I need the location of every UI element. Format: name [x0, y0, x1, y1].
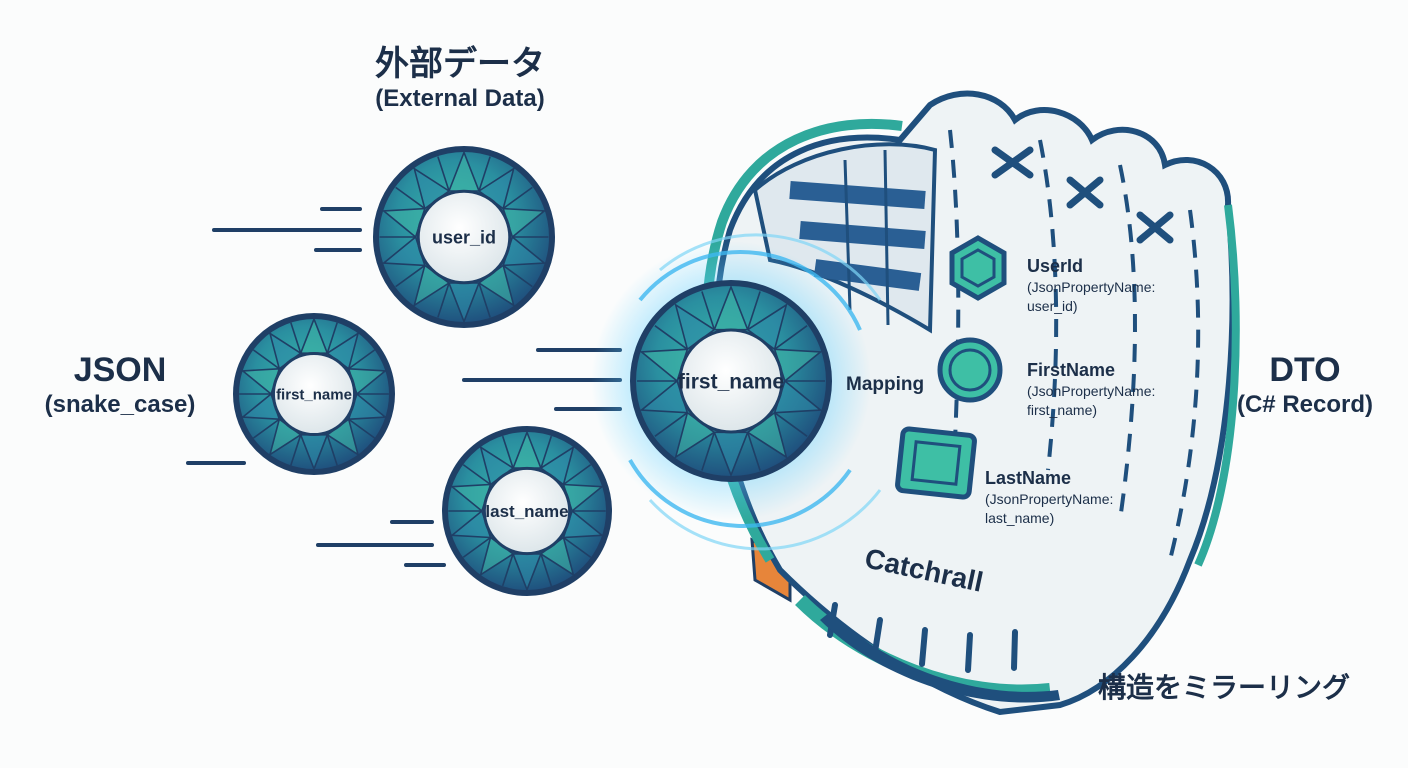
property-labels: UserId (JsonPropertyName: user_id) First…: [985, 256, 1155, 526]
ball-label: user_id: [432, 227, 496, 247]
dto-subtitle: (C# Record): [1236, 391, 1374, 418]
balls-layer: user_id first_name last_name first_name: [233, 146, 832, 596]
property-annotation: (JsonPropertyName:: [1027, 279, 1155, 295]
json-ball-last-name: last_name: [442, 426, 612, 596]
mirror-structure-label: 構造をミラーリング: [1098, 672, 1351, 703]
external-data-label: 外部データ (External Data): [340, 44, 580, 114]
mapping-label: Mapping: [846, 374, 924, 395]
property-annotation: (JsonPropertyName:: [985, 491, 1113, 507]
property-json-key: user_id): [1027, 298, 1078, 314]
json-ball-first-name-caught: first_name: [630, 280, 832, 482]
property-annotation: (JsonPropertyName:: [1027, 383, 1155, 399]
hexagon-icon: [949, 235, 1007, 301]
square-icon: [895, 426, 977, 500]
catcher-glove: [701, 90, 1240, 716]
property-name: UserId: [1027, 256, 1083, 276]
property-name: LastName: [985, 468, 1071, 488]
property-json-key: last_name): [985, 510, 1054, 526]
ball-label: first_name: [678, 370, 784, 393]
json-ball-first-name-left: first_name: [233, 313, 395, 475]
json-subtitle: (snake_case): [44, 391, 196, 418]
external-data-title: 外部データ: [375, 45, 545, 83]
json-label: JSON (snake_case): [20, 350, 220, 420]
property-icons: [895, 235, 1007, 500]
dto-label: DTO (C# Record): [1210, 350, 1400, 420]
json-ball-user-id: user_id: [373, 146, 555, 328]
json-title: JSON: [73, 351, 167, 389]
property-name: FirstName: [1027, 360, 1115, 380]
external-data-subtitle: (External Data): [375, 85, 545, 112]
property-json-key: first_name): [1027, 402, 1097, 418]
ball-label: first_name: [276, 386, 352, 403]
ball-label: last_name: [485, 502, 568, 521]
dto-title: DTO: [1269, 351, 1341, 389]
